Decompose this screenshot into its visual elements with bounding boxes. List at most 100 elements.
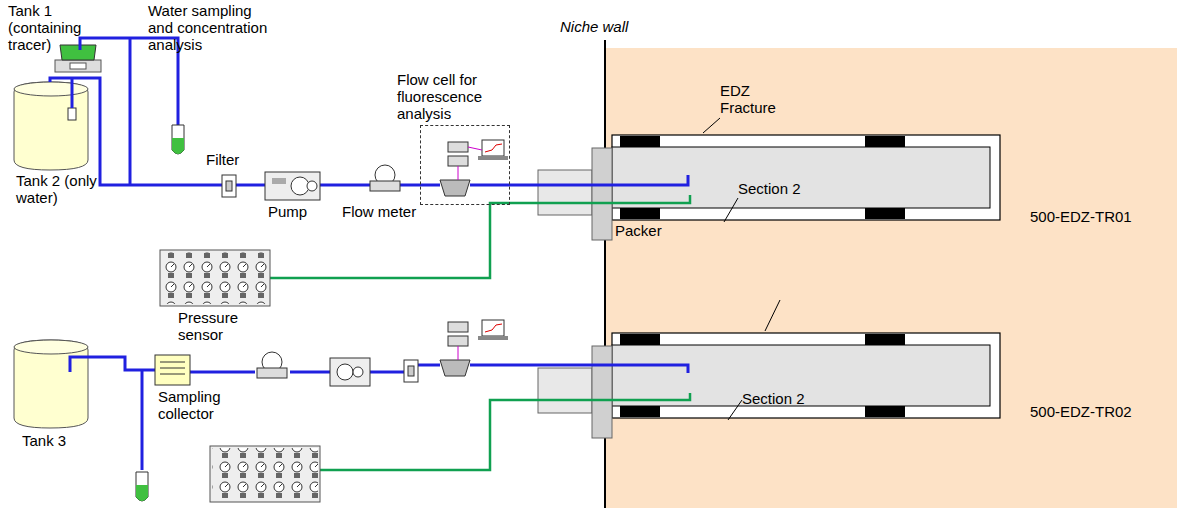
borehole-tr02 (865, 406, 905, 417)
flow-meter (257, 165, 400, 378)
fluorescence-cell (448, 156, 468, 166)
water-pipe (236, 184, 265, 187)
rock-mass (605, 48, 1177, 508)
fluorescence-cell (440, 180, 470, 196)
part-label: Pump (268, 203, 328, 220)
borehole-tr02 (620, 334, 660, 345)
flange (592, 148, 612, 240)
pressure-sensor-rack (212, 448, 318, 500)
water-pipe (290, 371, 330, 374)
fluorescence-cell (485, 324, 502, 332)
sample-tube (136, 125, 184, 501)
pressure-line (320, 393, 690, 470)
fluorescence-cell (482, 320, 504, 336)
fluorescence-cell (440, 360, 470, 376)
borehole-tr01 (703, 118, 720, 133)
part-label: Tank 1 (containing tracer) (8, 2, 108, 53)
tank-3 (14, 340, 88, 354)
part-label: Niche wall (560, 18, 680, 35)
filter (404, 360, 418, 382)
borehole-tr02 (728, 400, 742, 420)
flow-meter (370, 181, 400, 191)
sample-tube (136, 485, 148, 501)
fluorescence-cell (448, 322, 468, 332)
borehole-tr02 (865, 334, 905, 345)
water-pipe (320, 184, 370, 187)
water-pipe (470, 365, 688, 373)
tank-2 (14, 82, 88, 96)
flange (538, 170, 592, 215)
water-pipe (370, 371, 404, 374)
part-label: 500-EDZ-TR01 (1030, 208, 1170, 225)
fluorescence-cell (468, 147, 482, 150)
pump (337, 364, 353, 380)
borehole-tr02 (612, 333, 1000, 418)
fluorescence-cell (478, 156, 508, 160)
water-pipe (190, 371, 255, 374)
borehole-tr02 (620, 406, 660, 417)
pressure-sensor-rack (160, 250, 320, 502)
tank-3 (14, 340, 88, 428)
borehole-tr01 (612, 147, 990, 208)
sampling-collector (160, 362, 185, 374)
flange (538, 368, 592, 413)
part-label: Sampling collector (158, 388, 248, 422)
part-label: Flow meter (342, 203, 432, 220)
borehole-tr02 (612, 345, 990, 406)
tank-1-balance (55, 60, 101, 72)
pressure-sensor-rack (160, 250, 270, 306)
sampling-collector (155, 355, 190, 385)
group-heading: Flow cell for fluorescence analysis (397, 71, 517, 122)
rock-mass (605, 48, 1177, 508)
sample-tube (172, 125, 184, 154)
borehole-tr01 (620, 208, 660, 219)
part-label: Tank 3 (22, 432, 102, 449)
borehole-tr01 (612, 118, 1000, 222)
part-label: Packer (615, 222, 685, 239)
fluorescence-cell (458, 166, 459, 180)
flange (592, 346, 612, 438)
water-pipe (470, 175, 688, 185)
water-pipe (50, 78, 222, 185)
pump (291, 177, 309, 195)
pump (330, 358, 370, 386)
sample-tube (172, 138, 184, 154)
water-pipe (70, 357, 155, 372)
sample-tube (136, 472, 148, 501)
pump (307, 181, 317, 191)
part-label: Filter (206, 151, 266, 168)
water-pipe (129, 38, 132, 185)
tank-2 (14, 82, 88, 170)
pressure-sensor-rack (210, 446, 320, 502)
tank-3 (14, 340, 88, 428)
fluorescence-cell (482, 140, 504, 156)
fluorescence-cell (458, 346, 459, 360)
part-label: Pressure sensor (178, 309, 258, 343)
fluorescence-cell (485, 144, 502, 152)
part-label: 500-EDZ-TR02 (1030, 403, 1170, 420)
tank-1-balance (70, 63, 86, 69)
borehole-tr02 (765, 300, 780, 331)
borehole-tr01 (724, 198, 738, 222)
pump (272, 178, 286, 184)
pressure-line (270, 195, 690, 470)
pressure-line (270, 195, 690, 278)
flow-meter (257, 368, 287, 378)
fluorescence-cell (448, 142, 468, 152)
pump (353, 367, 363, 377)
borehole-tr01 (865, 136, 905, 147)
sampling-collector (155, 355, 190, 385)
fluorescence-cell (448, 336, 468, 346)
fluorescence-cell (478, 336, 508, 340)
tank-1-balance (55, 45, 101, 72)
filter (222, 175, 236, 197)
borehole-tr01 (620, 136, 660, 147)
part-label: Section 2 (742, 390, 822, 407)
tank-1-balance (60, 45, 96, 60)
part-label: Section 2 (738, 180, 818, 197)
dashed-group-box: Flow cell for fluorescence analysis (420, 125, 510, 205)
tank-2 (68, 108, 76, 120)
water-pipe (71, 78, 74, 108)
